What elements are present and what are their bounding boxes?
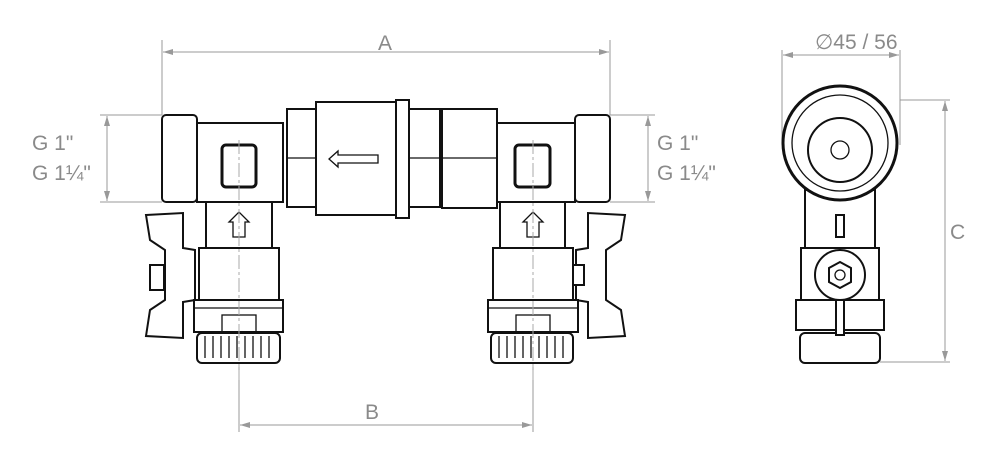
- left-valve: [144, 114, 284, 364]
- thread-left-2: G 1¼": [32, 162, 91, 185]
- dimension-diameter: [781, 50, 901, 145]
- dimension-thread-right: [610, 114, 655, 203]
- side-view: [781, 84, 899, 364]
- thread-left-1: G 1": [32, 132, 74, 155]
- right-valve: [487, 114, 627, 364]
- thread-right-2: G 1¼": [657, 162, 716, 185]
- dimension-thread-left: [100, 114, 162, 203]
- flow-arrow-icon: [521, 211, 545, 238]
- flow-arrow-icon: [227, 211, 251, 238]
- dimension-b: [238, 365, 534, 432]
- dimension-a: [161, 40, 611, 115]
- dimension-a-label: A: [378, 32, 393, 55]
- dimension-c-label: C: [950, 221, 966, 244]
- dimension-diameter-label: ∅45 / 56: [815, 31, 898, 54]
- flow-direction-arrow-icon: [328, 149, 379, 169]
- check-valve: [286, 99, 498, 219]
- dimension-b-label: B: [365, 401, 380, 424]
- thread-right-1: G 1": [657, 132, 699, 155]
- dimension-c: [880, 99, 950, 363]
